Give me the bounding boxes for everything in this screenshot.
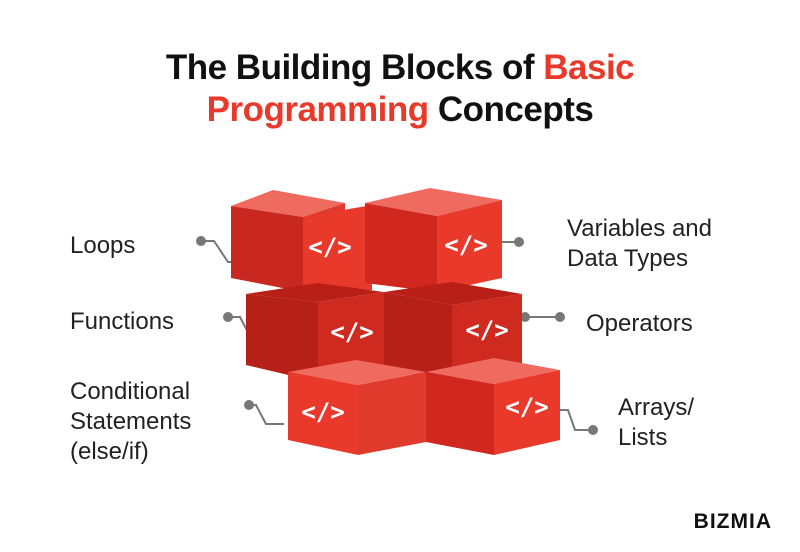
code-icon: </> (444, 231, 487, 259)
brand-logo: BIZMIA (693, 510, 772, 533)
connector-conditional (249, 404, 284, 425)
label-variables-line: Data Types (567, 245, 688, 272)
title-text: The Building Blocks of (165, 48, 544, 87)
dot-variables (514, 237, 524, 247)
dot-operators (520, 312, 530, 322)
label-functions: Functions (70, 308, 175, 335)
label-conditional-line: Conditional (70, 378, 191, 405)
block-functions (246, 283, 384, 382)
dot-operators-2 (555, 312, 565, 322)
block-variables (365, 188, 502, 292)
title-accent: Basic (543, 48, 635, 87)
code-icon: </> (308, 233, 351, 261)
title-text-2: Concepts (428, 90, 594, 129)
block-loops (231, 190, 372, 292)
code-icon: </> (465, 316, 508, 344)
dot-functions (223, 312, 233, 322)
connector-arrays (555, 409, 593, 431)
title-line-2: Programming Concepts (0, 88, 800, 132)
block-arrays (426, 358, 560, 455)
connector-loops (201, 240, 236, 263)
label-conditional-line: Statements (70, 408, 192, 435)
label-variables: Variables and Data Types (567, 214, 712, 274)
title-accent-2: Programming (206, 90, 430, 129)
dot-conditional (244, 400, 254, 410)
code-icon: </> (301, 398, 344, 426)
title-line-1: The Building Blocks of Basic (0, 46, 800, 90)
dot-arrays (588, 425, 598, 435)
label-loops: Loops (70, 232, 136, 259)
label-arrays: Arrays/ Lists (618, 393, 694, 453)
label-conditional: Conditional Statements (else/if) (70, 377, 191, 467)
block-conditional (288, 360, 426, 455)
dot-loops (196, 236, 206, 246)
label-operators: Operators (586, 310, 693, 337)
block-operators (384, 282, 522, 378)
code-icon: </> (330, 318, 373, 346)
label-arrays-line: Arrays/ (618, 394, 695, 421)
label-variables-line: Variables and (567, 215, 712, 242)
label-conditional-line: (else/if) (70, 438, 149, 465)
code-icon: </> (505, 393, 548, 421)
label-arrays-line: Lists (618, 424, 668, 451)
